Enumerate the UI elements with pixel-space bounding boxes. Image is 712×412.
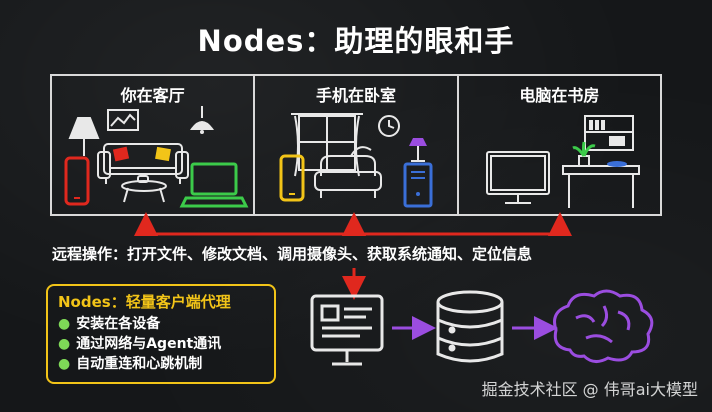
sofa-icon: [97, 143, 189, 184]
wall-picture-icon: [107, 109, 139, 131]
window-icon: [291, 113, 364, 177]
remote-operations-text: 远程操作：打开文件、修改文档、调用摄像头、获取系统通知、定位信息: [52, 245, 533, 263]
bullet-icon: ●: [58, 336, 71, 352]
feature-item: ●自动重连和心跳机制: [58, 356, 203, 372]
pendant-lamp-icon: [190, 106, 214, 134]
table-lamp-icon: [68, 117, 100, 156]
study-illustration: [485, 115, 640, 208]
desktop-tower-icon: [403, 162, 433, 208]
room-living: 你在客厅: [52, 76, 256, 214]
bedroom-illustration: [279, 113, 433, 208]
bookshelf-icon: [583, 115, 634, 151]
brain-icon: [553, 289, 654, 363]
feature-item: ●安装在各设备: [58, 316, 161, 332]
plant-icon: [571, 141, 596, 167]
page-title: Nodes：助理的眼和手: [197, 24, 515, 58]
bullet-icon: ●: [58, 316, 71, 332]
clock-icon: [378, 115, 401, 137]
bullet-icon: ●: [58, 356, 71, 372]
watermark: 掘金技术社区 @ 伟哥ai大模型: [481, 380, 698, 399]
room-label-study: 电脑在书房: [519, 86, 600, 105]
room-study: 电脑在书房: [459, 76, 660, 214]
room-bedroom: 手机在卧室: [255, 76, 459, 214]
monitor-icon: [310, 294, 384, 366]
rooms-panel: 你在客厅: [50, 74, 662, 216]
armchair-icon: [314, 146, 383, 198]
room-label-bedroom: 手机在卧室: [315, 86, 396, 105]
laptop-icon: [179, 162, 249, 208]
room-label-living: 你在客厅: [120, 86, 185, 105]
nodes-info-box: Nodes：轻量客户端代理 ●安装在各设备 ●通过网络与Agent通讯 ●自动重…: [46, 284, 276, 384]
server-database-icon: [436, 290, 504, 363]
table-lamp-icon: [409, 138, 428, 162]
monitor-icon: [485, 151, 550, 204]
phone-icon: [279, 154, 305, 202]
nodes-box-title: Nodes：轻量客户端代理: [58, 293, 231, 311]
coffee-table-icon: [121, 175, 167, 203]
living-room-illustration: [64, 106, 249, 208]
feature-item: ●通过网络与Agent通讯: [58, 336, 222, 352]
phone-icon: [64, 156, 90, 206]
desk-icon: [561, 161, 640, 208]
